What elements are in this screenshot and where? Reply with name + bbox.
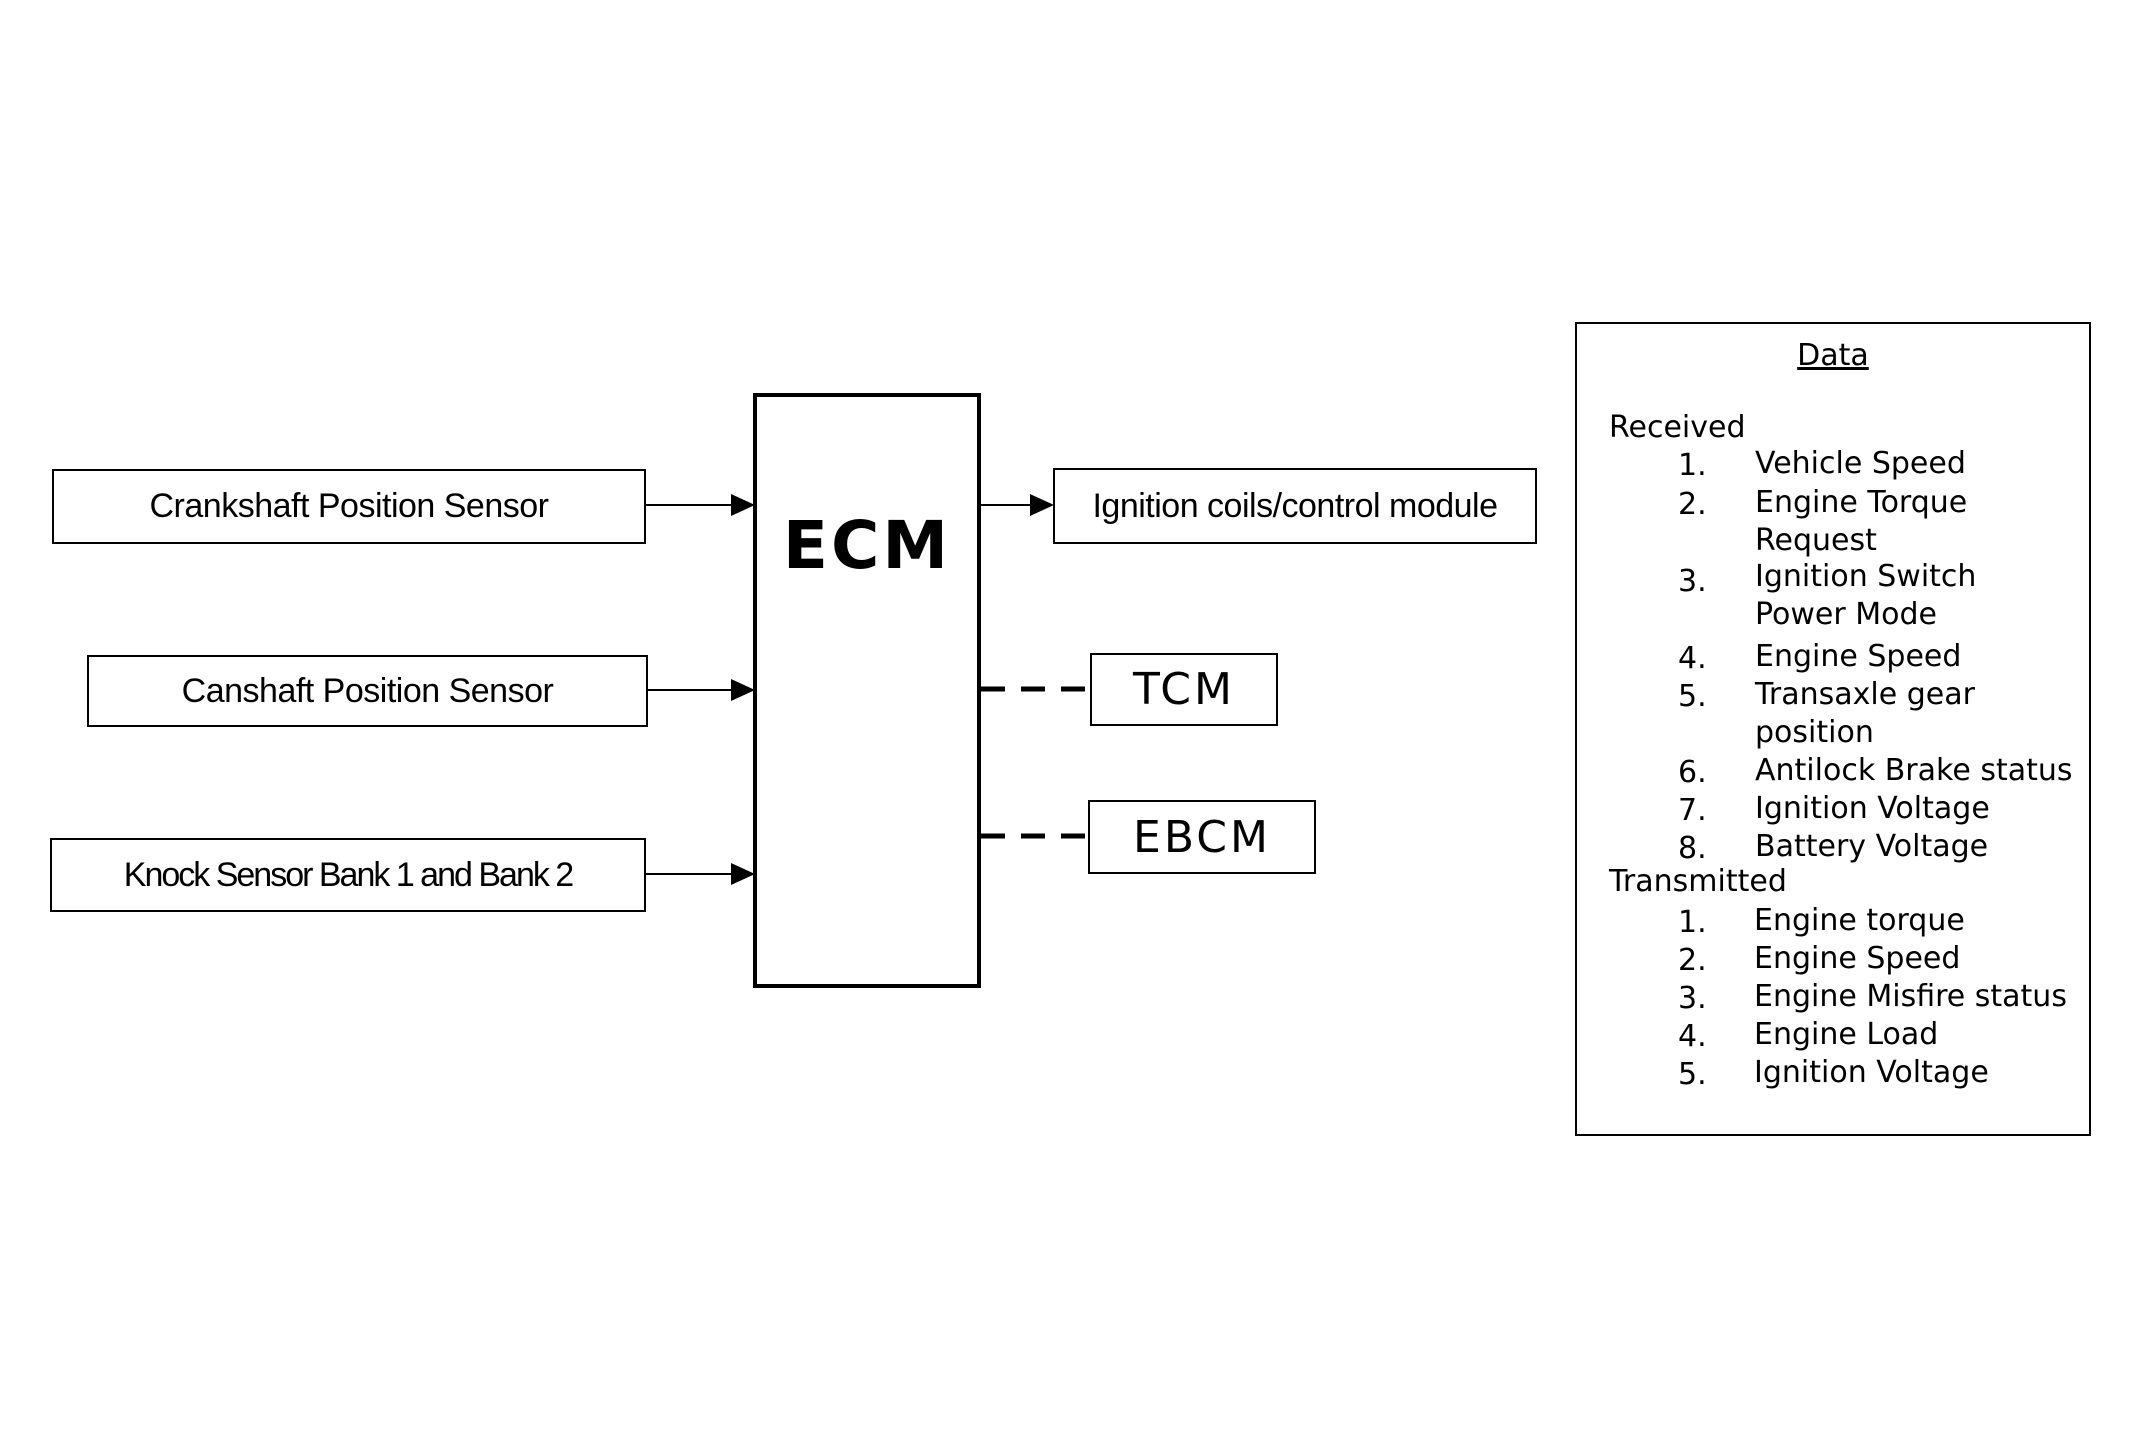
transmitted-heading: Transmitted	[1609, 864, 1787, 899]
ignition-coils-label: Ignition coils/control module	[1092, 486, 1498, 525]
knock-sensor-label: Knock Sensor Bank 1 and Bank 2	[123, 855, 574, 894]
arrowhead-ignition	[1030, 494, 1054, 516]
knock-sensor-box: Knock Sensor Bank 1 and Bank 2	[50, 838, 646, 912]
ecm-label: ECM	[782, 507, 952, 584]
received-heading: Received	[1609, 410, 1746, 445]
ebcm-label: EBCM	[1133, 811, 1271, 863]
camshaft-sensor-label: Canshaft Position Sensor	[181, 671, 554, 710]
data-panel-title: Data	[1797, 338, 1869, 373]
camshaft-sensor-box: Canshaft Position Sensor	[87, 655, 648, 727]
arrowhead-crankshaft	[731, 494, 755, 516]
arrowhead-knock	[731, 863, 755, 885]
arrowhead-camshaft	[731, 679, 755, 701]
crankshaft-sensor-box: Crankshaft Position Sensor	[52, 469, 646, 544]
ignition-coils-box: Ignition coils/control module	[1053, 468, 1537, 544]
crankshaft-sensor-label: Crankshaft Position Sensor	[149, 487, 549, 525]
tcm-box: TCM	[1090, 653, 1278, 726]
tcm-label: TCM	[1133, 664, 1235, 715]
data-panel: Data Received 1. Vehicle Speed 2. Engine…	[1575, 322, 2091, 1136]
ecm-box: ECM	[753, 393, 981, 988]
ebcm-box: EBCM	[1088, 800, 1316, 874]
